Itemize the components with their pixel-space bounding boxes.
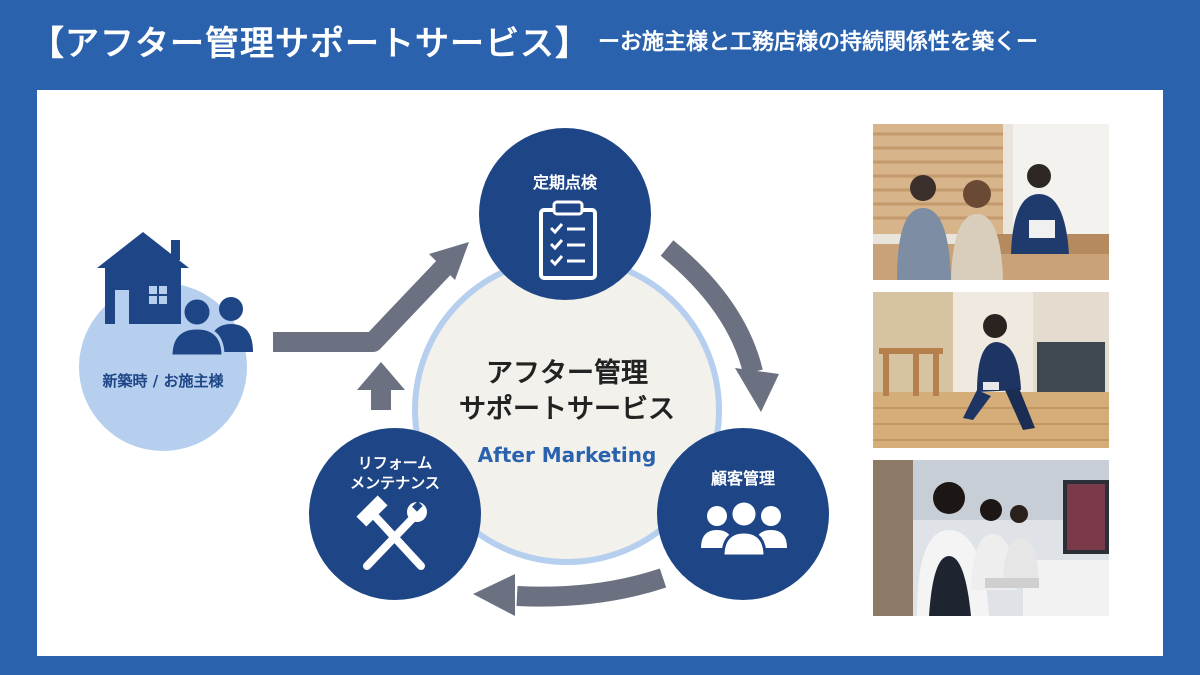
header-subtitle: ーお施主様と工務店様の持続関係性を築くー — [598, 30, 1039, 55]
photo-office — [873, 460, 1109, 616]
start-node-label: 新築時 / お施主様 — [103, 372, 225, 390]
cycle-diagram: 新築時 / お施主様 アフター管理 サポートサービス After Marketi… — [79, 128, 829, 616]
reform-node-circle — [309, 428, 481, 600]
house-people-icon — [97, 232, 253, 358]
arrow-head-up — [357, 362, 405, 390]
reform-node-label-line2: メンテナンス — [350, 474, 440, 492]
header-title: 【アフター管理サポートサービス】 — [30, 24, 590, 64]
center-english-label: After Marketing — [478, 443, 657, 467]
content-panel: 新築時 / お施主様 アフター管理 サポートサービス After Marketi… — [37, 90, 1163, 656]
people-icon — [701, 499, 787, 558]
arrow-head-reform — [473, 574, 515, 616]
photo-consultation — [873, 124, 1109, 280]
photo-inspection — [873, 292, 1109, 448]
arrow-head-start — [429, 242, 469, 280]
reform-node-label-line1: リフォーム — [358, 454, 433, 472]
arrow-head-customer — [735, 368, 779, 412]
arrow-inspection-to-customer — [660, 240, 763, 375]
tools-icon — [356, 495, 427, 570]
center-title-line1: アフター管理 — [486, 358, 648, 389]
arrow-start-to-inspection — [273, 255, 457, 352]
center-title-line2: サポートサービス — [459, 394, 675, 425]
clipboard-icon — [539, 200, 597, 280]
customer-node-label: 顧客管理 — [711, 469, 775, 488]
inspection-node-label: 定期点検 — [532, 173, 598, 192]
arrow-customer-to-reform — [516, 568, 667, 607]
arrow-reform-up-shaft — [371, 388, 391, 410]
header-banner: 【アフター管理サポートサービス】 ーお施主様と工務店様の持続関係性を築くー — [0, 0, 1200, 88]
